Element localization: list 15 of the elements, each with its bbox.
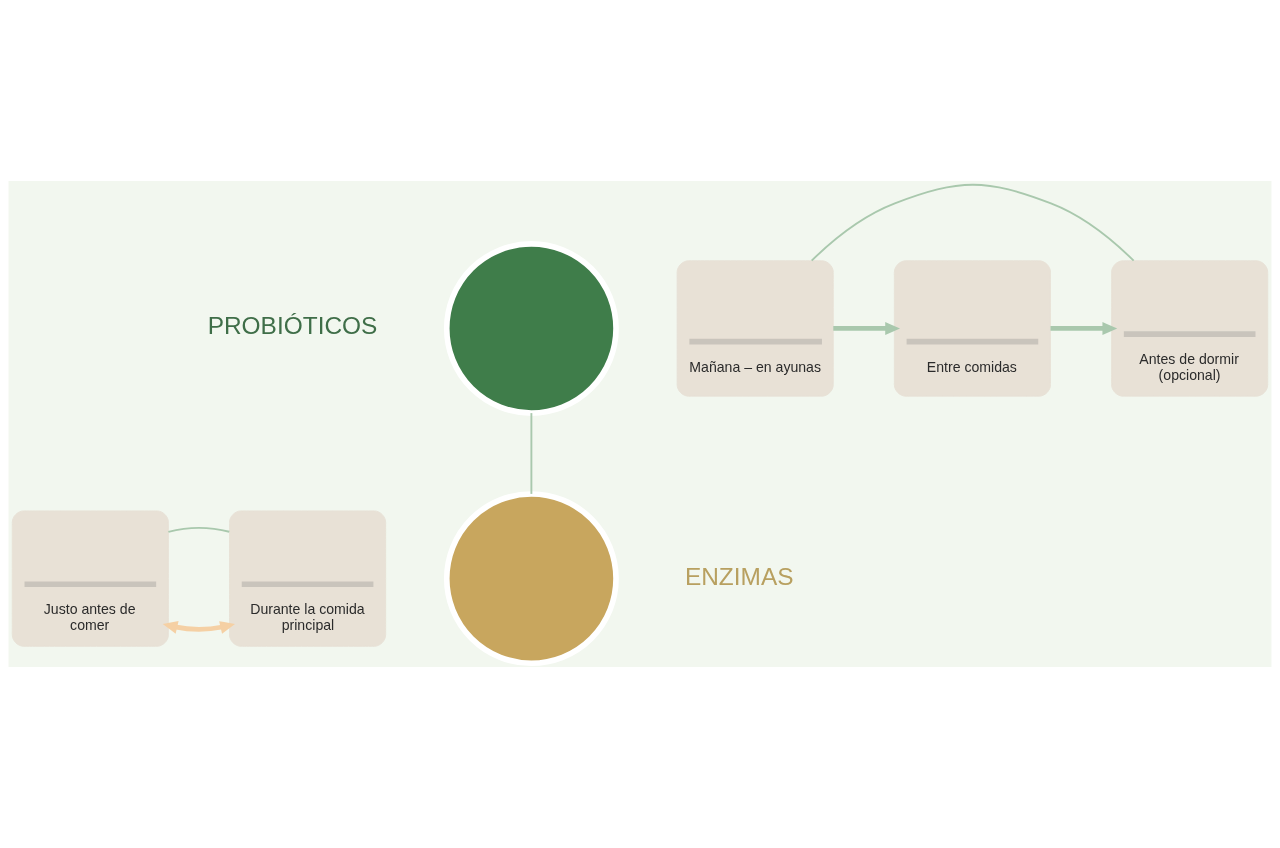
node-box: Entre comidas — [893, 260, 1051, 397]
arrow — [162, 621, 236, 634]
node-box: Durante la comida principal — [229, 510, 387, 647]
node-box: Mañana – en ayunas — [676, 260, 834, 397]
arrow — [1050, 322, 1118, 335]
connector — [167, 526, 231, 533]
connector — [810, 183, 1135, 262]
node-box: Antes de dormir (opcional) — [1111, 260, 1269, 397]
label: ENZIMAS — [684, 562, 794, 590]
label: PROBIÓTICOS — [207, 312, 378, 340]
node-circle — [443, 241, 619, 416]
connector — [530, 412, 533, 495]
node-circle — [443, 491, 619, 667]
arrow — [833, 322, 900, 335]
node-box: Justo antes de comer — [11, 510, 169, 647]
